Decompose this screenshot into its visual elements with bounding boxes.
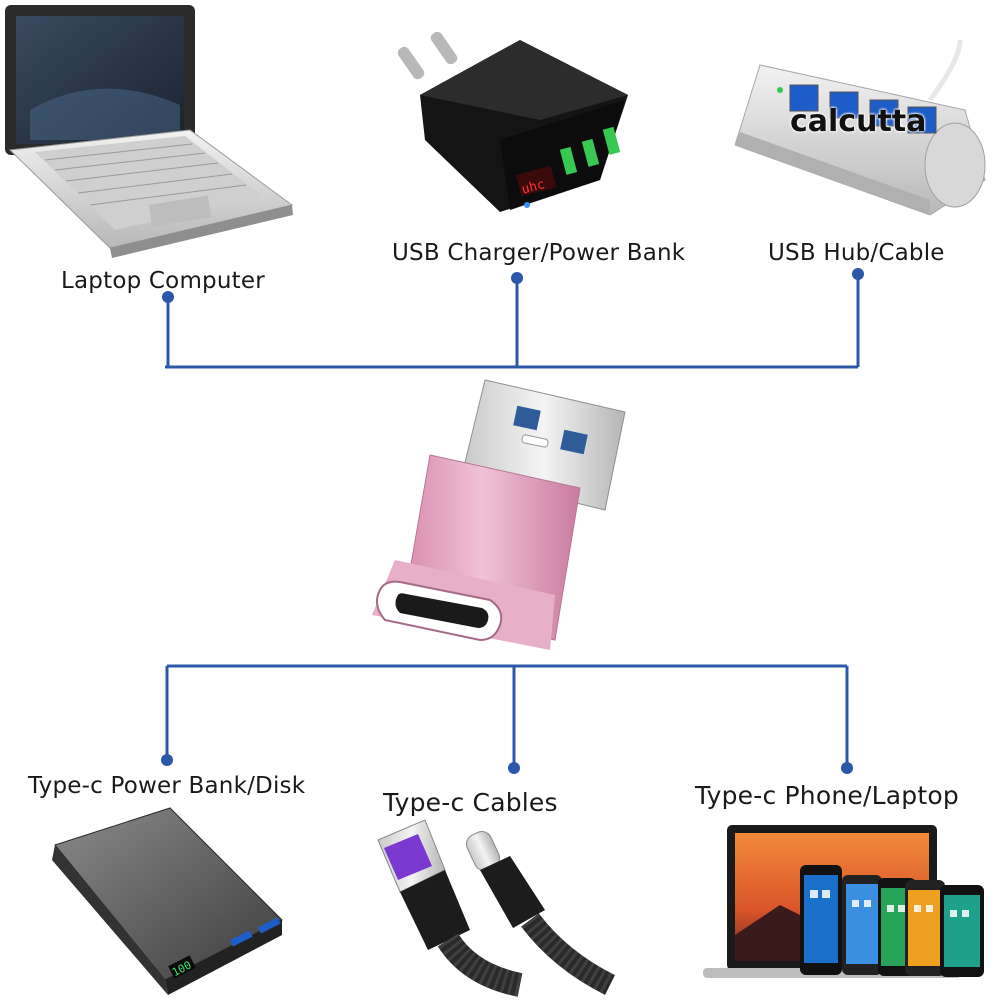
usb-hub-icon [734,39,986,216]
svg-text:uhc: uhc [520,177,547,198]
usb-a-to-usb-c-adapter-icon [372,379,626,650]
label-type-c-phone-laptop: Type-c Phone/Laptop [695,781,959,810]
watermark: calcutta [790,104,927,139]
type-c-cable-icon [377,819,616,997]
label-usb-charger-power-bank: USB Charger/Power Bank [392,240,686,266]
top-connector [165,274,860,369]
laptop-icon [5,5,294,258]
bottom-connector [165,664,849,768]
power-bank-icon: 100 [52,807,283,995]
label-laptop-computer: Laptop Computer [61,268,265,294]
label-type-c-power-bank-disk: Type-c Power Bank/Disk [28,773,306,799]
phones-laptop-icon [703,825,984,978]
bottom-connector-dots [161,754,853,774]
top-connector-dots [162,268,864,303]
label-usb-hub-cable: USB Hub/Cable [768,240,945,266]
wall-charger-icon: uhc [397,31,628,212]
label-type-c-cables: Type-c Cables [383,788,558,817]
